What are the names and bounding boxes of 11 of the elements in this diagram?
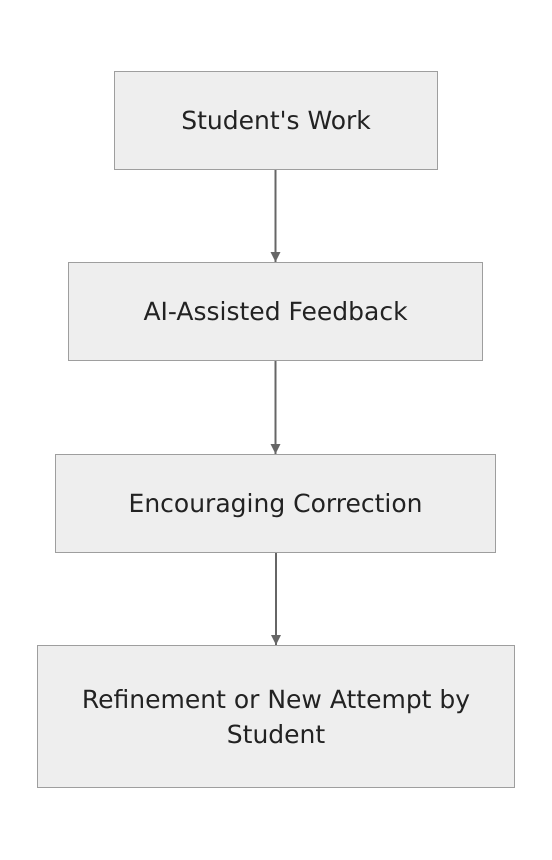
box-label: AI-Assisted Feedback <box>142 296 409 328</box>
arrow <box>270 170 280 262</box>
arrow <box>271 553 281 645</box>
process-box <box>37 645 515 788</box>
box-label: Refinement or New Attempt by Student <box>80 684 472 750</box>
process-box <box>114 71 438 170</box>
box-label: Encouraging Correction <box>128 488 424 520</box>
process-box <box>68 262 483 361</box>
arrow <box>270 361 280 454</box>
process-box <box>55 454 496 553</box>
box-label: Student's Work <box>180 105 372 137</box>
